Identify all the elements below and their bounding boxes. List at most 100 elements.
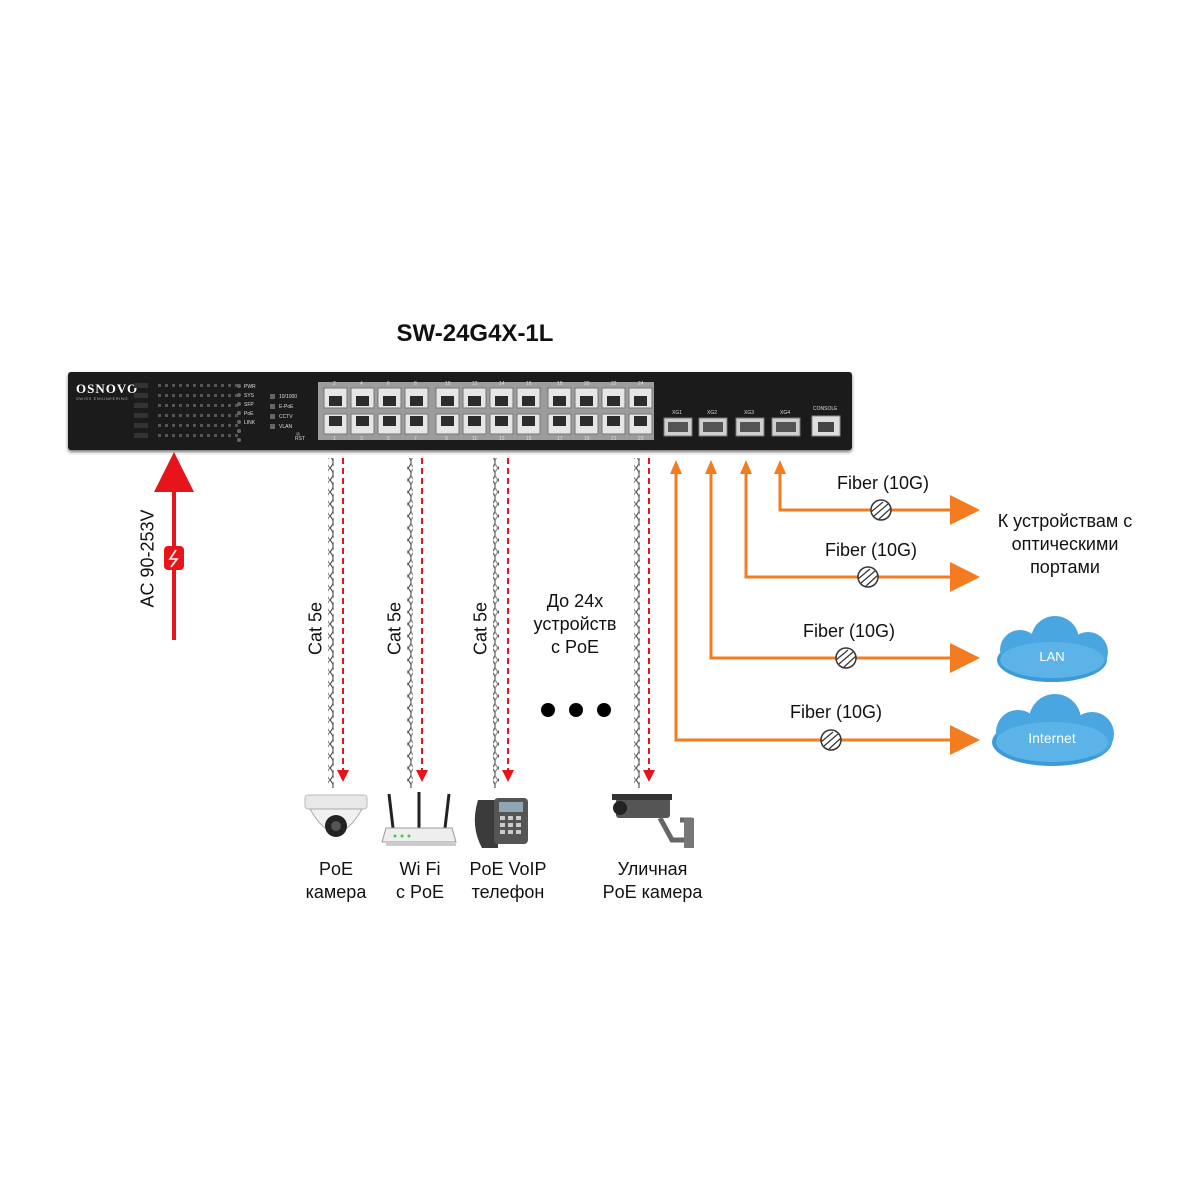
port-number-bottom: 5: [387, 436, 390, 442]
port-number-bottom: 3: [360, 436, 363, 442]
port-number-bottom: 1: [333, 436, 336, 442]
led-indicator: [165, 404, 168, 407]
led-indicator: [207, 394, 210, 397]
led-indicator: [186, 384, 189, 387]
device-label-poe-camera: PoE камера: [305, 859, 367, 902]
led-indicator: [200, 404, 203, 407]
port-number-top: 2: [333, 381, 336, 387]
led-indicator: [228, 384, 231, 387]
status-led: [237, 429, 241, 433]
led-indicator: [214, 384, 217, 387]
led-indicator: [235, 404, 238, 407]
led-indicator: [228, 424, 231, 427]
port-number-bottom: 23: [638, 436, 644, 442]
led-indicator: [221, 404, 224, 407]
led-indicator: [207, 424, 210, 427]
port-number-top: 12: [472, 381, 478, 387]
led-indicator: [186, 404, 189, 407]
led-indicator: [172, 434, 175, 437]
cloud-lan-icon: [997, 616, 1108, 682]
status-label-sys: SYS: [244, 393, 255, 399]
mode-led: [270, 424, 275, 429]
rj45-port-blocks: [318, 382, 654, 440]
cloud-label-internet: Internet: [1028, 730, 1076, 746]
led-indicator: [193, 394, 196, 397]
fiber-line-xg3: [740, 460, 980, 592]
led-indicator: [221, 394, 224, 397]
brand-logo: OSNOVO: [76, 381, 139, 396]
led-label-box: [134, 383, 148, 388]
led-indicator: [200, 394, 203, 397]
led-indicator: [228, 394, 231, 397]
led-indicator: [179, 424, 182, 427]
mode-led: [270, 404, 275, 409]
led-indicator: [172, 424, 175, 427]
led-label-box: [134, 403, 148, 408]
port-number-bottom: 11: [472, 436, 478, 442]
outdoor-camera-icon: [612, 794, 694, 848]
brand-tagline: SWISS ENGINEERING: [76, 396, 129, 401]
ellipsis-dot: [597, 703, 611, 717]
led-indicator: [207, 384, 210, 387]
port-number-top: 6: [387, 381, 390, 387]
led-indicator: [221, 424, 224, 427]
port-number-top: 18: [557, 381, 563, 387]
led-label-box: [134, 393, 148, 398]
wifi-router-icon: [381, 792, 457, 846]
port-number-top: 24: [638, 381, 644, 387]
led-indicator: [193, 414, 196, 417]
led-indicator: [172, 384, 175, 387]
led-indicator: [158, 424, 161, 427]
ellipsis-dot: [541, 703, 555, 717]
led-indicator: [207, 414, 210, 417]
led-indicator: [214, 424, 217, 427]
led-indicator: [207, 434, 210, 437]
cable-label-1: Cat 5e: [305, 601, 326, 656]
status-label-link: LINK: [244, 420, 256, 426]
led-indicator: [221, 384, 224, 387]
cable-1: [328, 458, 349, 788]
sfp-label-xg1: XG1: [672, 410, 683, 416]
more-devices-text: До 24х устройств с PoE: [533, 591, 617, 657]
power-label: AC 90-253V: [137, 509, 158, 608]
led-label-box: [134, 423, 148, 428]
mode-label-1: 10/1000: [279, 394, 298, 400]
led-indicator: [179, 434, 182, 437]
cloud-label-lan: LAN: [1039, 649, 1065, 664]
port-number-top: 22: [611, 381, 617, 387]
led-indicator: [158, 394, 161, 397]
led-indicator: [193, 434, 196, 437]
led-indicator: [179, 414, 182, 417]
device-label-outdoor-camera: Уличная PoE камера: [602, 859, 703, 902]
mode-label-2: E-PoE: [279, 404, 294, 410]
port-number-top: 10: [445, 381, 451, 387]
led-indicator: [165, 424, 168, 427]
led-indicator: [221, 434, 224, 437]
mode-label-4: VLAN: [279, 424, 293, 430]
switch-front-panel: [134, 382, 841, 442]
port-number-bottom: 9: [445, 436, 448, 442]
led-indicator: [214, 394, 217, 397]
page-title: SW-24G4X-1L: [396, 320, 554, 347]
led-indicator: [228, 414, 231, 417]
sfp-label-xg2: XG2: [707, 410, 718, 416]
port-number-top: 4: [360, 381, 363, 387]
mode-led: [270, 414, 275, 419]
led-label-box: [134, 433, 148, 438]
device-label-voip-phone: PoE VoIP телефон: [469, 859, 547, 902]
led-indicator: [235, 394, 238, 397]
led-indicator: [179, 404, 182, 407]
status-led: [237, 420, 241, 424]
led-indicator: [165, 384, 168, 387]
led-indicator: [165, 414, 168, 417]
fiber-line-xg1: [670, 460, 980, 755]
voip-phone-icon: [474, 798, 528, 848]
lightning-icon: [164, 546, 184, 570]
status-led: [237, 438, 241, 442]
led-indicator: [165, 434, 168, 437]
fiber-label-xg2: Fiber (10G): [802, 621, 896, 641]
led-indicator: [186, 414, 189, 417]
led-indicator: [221, 414, 224, 417]
led-label-box: [134, 413, 148, 418]
port-number-bottom: 21: [611, 436, 617, 442]
